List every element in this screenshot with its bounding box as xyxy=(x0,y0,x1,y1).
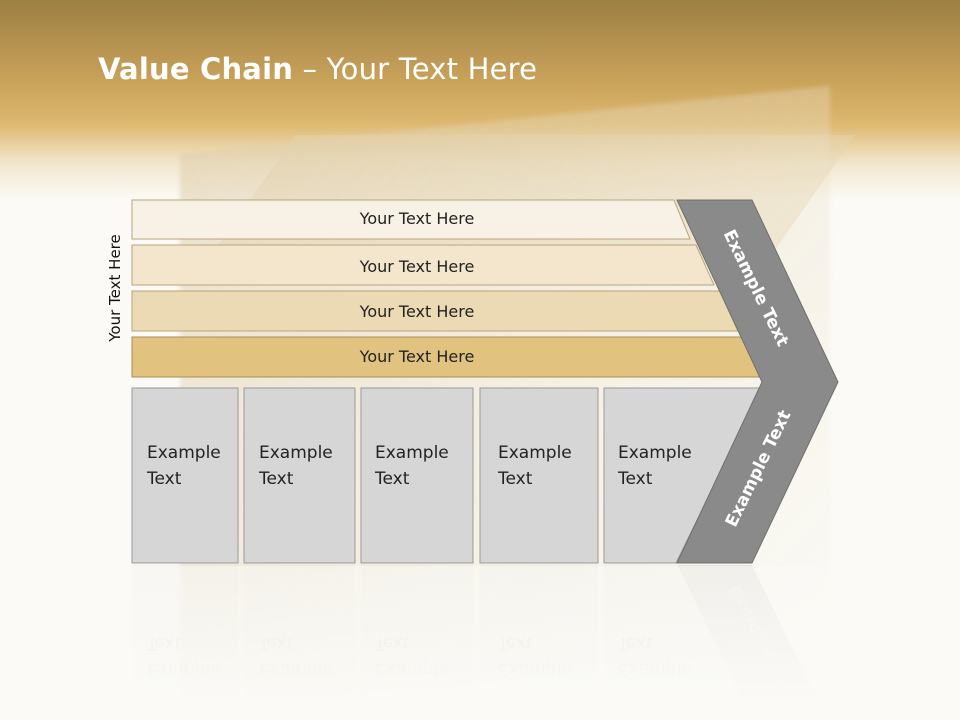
column-3-refl-line1: Example xyxy=(375,659,449,679)
row-2-shape xyxy=(131,244,715,286)
column-1-reflected-text: Example Text xyxy=(147,630,221,682)
column-2-reflected-text: Example Text xyxy=(259,630,333,682)
column-4-line1: Example xyxy=(498,443,572,463)
column-2-refl-line1: Example xyxy=(259,659,333,679)
title-rest: – Your Text Here xyxy=(293,52,538,86)
slide-title: Value Chain – Your Text Here xyxy=(98,52,537,86)
row-2-text: Your Text Here xyxy=(359,257,475,276)
column-4-reflected-text: Example Text xyxy=(498,630,572,682)
column-4-shape xyxy=(479,387,599,564)
row-1-shape xyxy=(131,199,691,240)
column-1-refl-line2: Text xyxy=(147,633,182,653)
column-3-line2: Text xyxy=(375,469,410,489)
column-1-shape xyxy=(131,387,239,564)
row-1-text: Your Text Here xyxy=(359,209,475,228)
column-3-shape xyxy=(360,387,474,564)
column-2-refl-line2: Text xyxy=(259,633,294,653)
row-3-text: Your Text Here xyxy=(359,302,475,321)
column-1-refl-line1: Example xyxy=(147,659,221,679)
title-bold: Value Chain xyxy=(98,52,294,86)
column-5-refl-line1: Example xyxy=(618,659,692,679)
column-4-refl-line2: Text xyxy=(498,633,533,653)
chevron-shape xyxy=(676,199,839,564)
column-3-reflected-text: Example Text xyxy=(375,630,449,682)
row-4-text: Your Text Here xyxy=(359,347,475,366)
column-1-line1: Example xyxy=(147,443,221,463)
column-5-line1: Example xyxy=(618,443,692,463)
column-5-refl-line2: Text xyxy=(618,633,653,653)
column-4-line2: Text xyxy=(498,469,533,489)
column-2-line2: Text xyxy=(259,469,294,489)
reflection-group xyxy=(132,565,820,705)
column-1-line2: Text xyxy=(147,469,182,489)
column-3-refl-line2: Text xyxy=(375,633,410,653)
column-5-line2: Text xyxy=(618,469,653,489)
column-3-line1: Example xyxy=(375,443,449,463)
column-4-refl-line1: Example xyxy=(498,659,572,679)
column-2-shape xyxy=(243,387,356,564)
column-5-reflected-text: Example Text xyxy=(618,630,692,682)
column-2-line1: Example xyxy=(259,443,333,463)
column-5-shape xyxy=(603,387,763,564)
